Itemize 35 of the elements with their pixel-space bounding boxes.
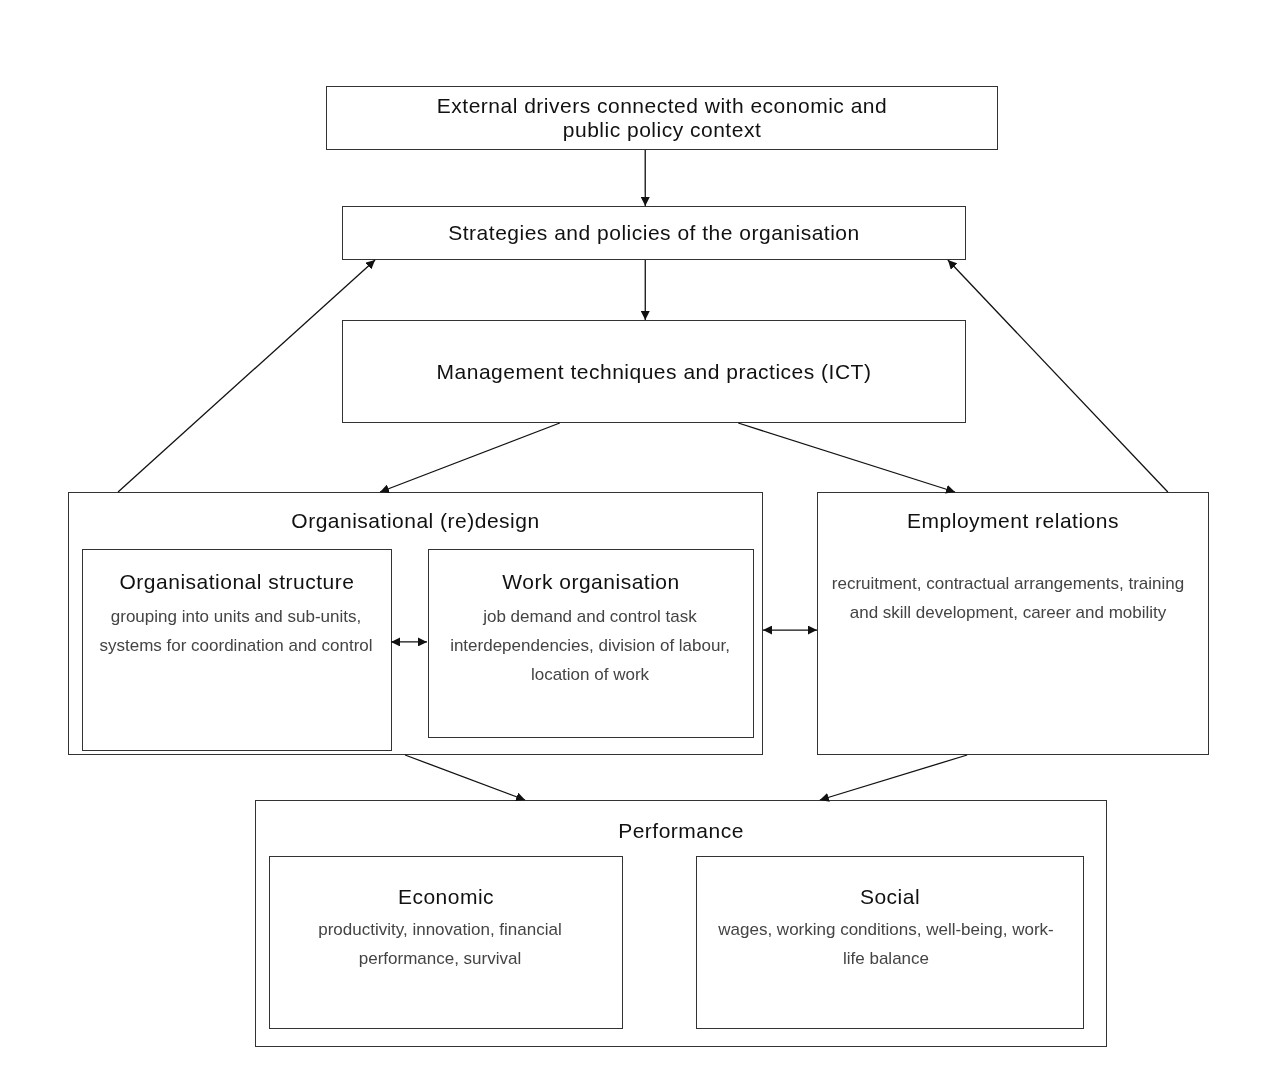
box-heading: Performance: [617, 819, 745, 843]
box-heading: External drivers connected with economic and public policy context: [435, 94, 889, 142]
arrow: [819, 754, 968, 802]
process-box: [269, 856, 623, 1029]
arrow: [379, 422, 561, 493]
process-box: [326, 86, 998, 150]
box-description: job demand and control task interdependencies, division of labour, location of work: [449, 606, 731, 686]
arrow: [404, 754, 526, 802]
arrow: [390, 637, 428, 647]
process-box: [82, 549, 392, 751]
arrow: [947, 259, 1169, 493]
box-heading: Economic: [396, 885, 496, 909]
process-box: [696, 856, 1084, 1029]
box-heading: Employment relations: [906, 509, 1120, 533]
arrow: [640, 149, 650, 207]
box-heading: Work organisation: [501, 570, 681, 594]
process-box: [342, 320, 966, 423]
process-box: [817, 492, 1209, 755]
process-box: [428, 549, 754, 738]
arrow: [737, 422, 956, 494]
box-heading: Organisational structure: [118, 570, 356, 594]
box-description: productivity, innovation, financial performance, survival: [317, 919, 563, 970]
box-heading: Social: [858, 885, 922, 909]
arrow: [640, 259, 650, 321]
arrow: [762, 625, 818, 635]
process-box: [342, 206, 966, 260]
process-box: [68, 492, 763, 755]
arrow: [117, 259, 376, 493]
box-heading: Management techniques and practices (ICT): [435, 359, 873, 384]
box-description: recruitment, contractual arrangements, training and skill development, career and mobility: [830, 573, 1186, 624]
box-heading: Strategies and policies of the organisation: [447, 221, 861, 245]
box-description: wages, working conditions, well-being, work-life balance: [717, 919, 1055, 970]
box-description: grouping into units and sub-units, systems for coordination and control: [98, 606, 374, 657]
box-heading: Organisational (re)design: [290, 509, 541, 533]
process-box: [255, 800, 1107, 1047]
